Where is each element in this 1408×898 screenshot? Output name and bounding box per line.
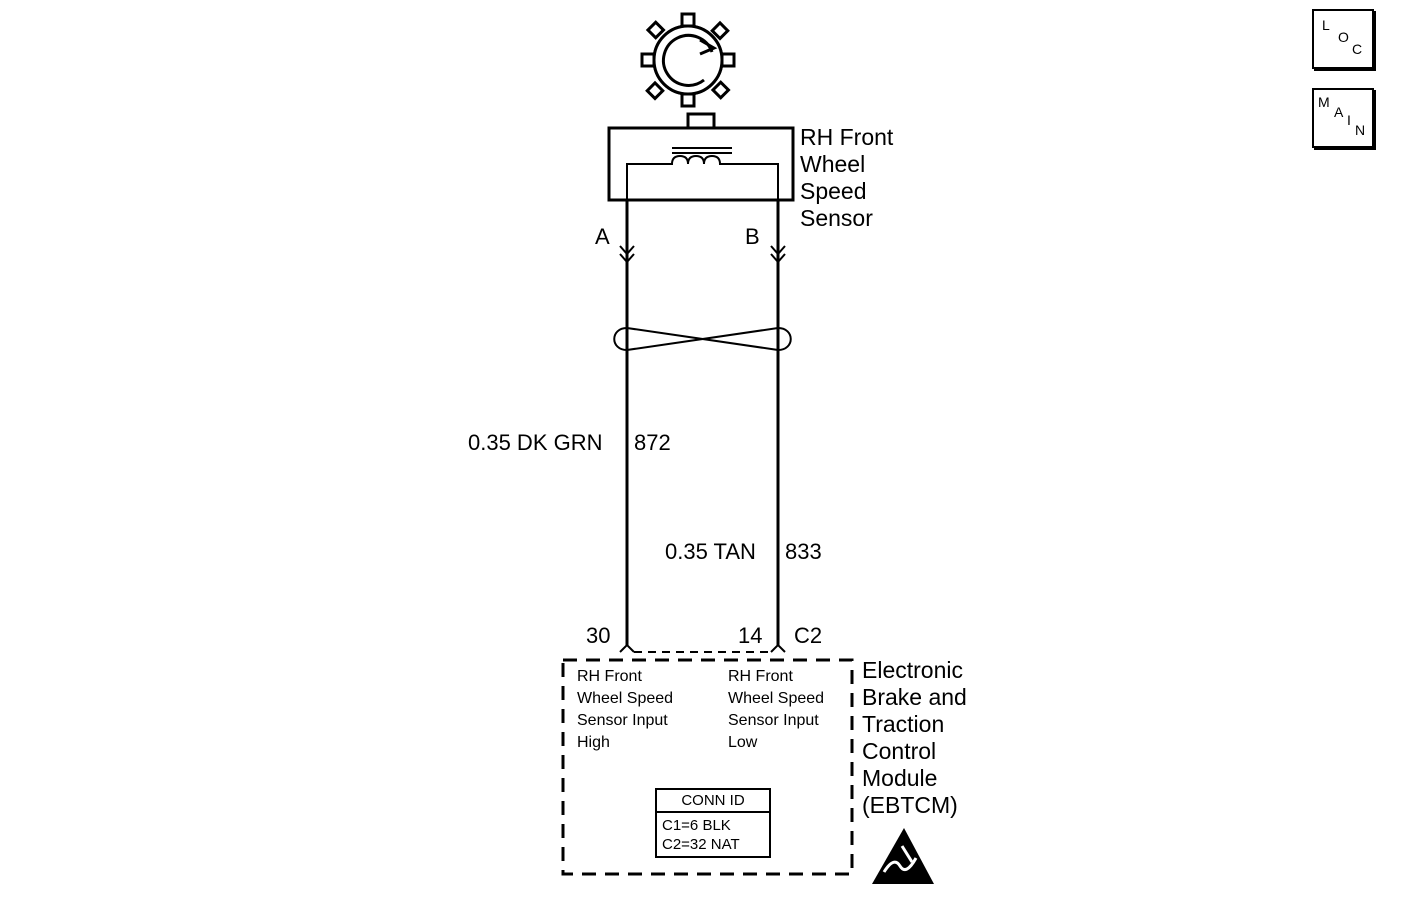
connector-a-icon	[619, 245, 635, 264]
module-pin-30-icon	[619, 643, 635, 653]
input-low-line: Wheel Speed	[728, 690, 825, 707]
input-low-label: RH Front Wheel Speed Sensor Input Low	[728, 666, 824, 754]
main-letter-1: M	[1318, 94, 1330, 110]
connector-b-icon	[770, 245, 786, 264]
terminal-b-label: B	[745, 224, 760, 249]
sensor-label-line: Wheel	[800, 151, 866, 177]
wire-dk-grn-label: 0.35 DK GRN	[468, 430, 603, 455]
sensor-label-line: RH Front	[800, 124, 894, 150]
ebtcm-label-line: Traction	[862, 711, 945, 737]
reluctor-wheel-icon	[640, 12, 736, 108]
conn-id-row: C1=6 BLK	[662, 817, 731, 834]
twisted-pair-icon	[613, 327, 792, 351]
ebtcm-label-line: Electronic	[862, 657, 963, 683]
wire-tan-label: 0.35 TAN	[665, 539, 756, 564]
conn-id-table: CONN ID C1=6 BLK C2=32 NAT	[655, 788, 771, 858]
sensor-tip	[686, 112, 716, 130]
input-high-line: High	[577, 734, 610, 751]
ebtcm-label-line: Control	[862, 738, 937, 764]
sensor-label-line: Speed	[800, 178, 867, 204]
loc-letter-2: O	[1338, 29, 1349, 45]
loc-button[interactable]: L O C	[1312, 9, 1374, 69]
ebtcm-label: Electronic Brake and Traction Control Mo…	[862, 657, 967, 819]
loc-letter-1: L	[1322, 17, 1330, 33]
pin-30-label: 30	[586, 623, 611, 648]
input-low-line: Sensor Input	[728, 712, 819, 729]
main-letter-3: I	[1347, 112, 1351, 128]
ebtcm-label-line: (EBTCM)	[862, 792, 958, 818]
input-high-line: Sensor Input	[577, 712, 668, 729]
module-pin-14-icon	[770, 643, 786, 653]
sensor-label-line: Sensor	[800, 205, 873, 231]
ebtcm-label-line: Brake and	[862, 684, 967, 710]
esd-warning-icon	[872, 828, 934, 884]
conn-id-header: CONN ID	[657, 790, 769, 813]
input-low-line: Low	[728, 734, 758, 751]
main-letter-4: N	[1355, 122, 1366, 138]
input-high-line: RH Front	[577, 668, 642, 685]
main-button[interactable]: M A I N	[1312, 88, 1374, 148]
ebtcm-label-line: Module	[862, 765, 938, 791]
coil-icon	[626, 147, 779, 200]
pin-14-label: 14	[738, 623, 763, 648]
wire-dk-grn-circuit: 872	[634, 430, 671, 455]
input-low-line: RH Front	[728, 668, 793, 685]
input-high-line: Wheel Speed	[577, 690, 674, 707]
loc-letter-3: C	[1352, 41, 1363, 57]
wire-tan-circuit: 833	[785, 539, 822, 564]
terminal-a-label: A	[595, 224, 610, 249]
conn-id-row: C2=32 NAT	[662, 836, 740, 853]
connector-c2-label: C2	[794, 623, 823, 648]
input-high-label: RH Front Wheel Speed Sensor Input High	[577, 666, 673, 754]
main-letter-2: A	[1334, 104, 1344, 120]
sensor-label: RH Front Wheel Speed Sensor	[800, 124, 893, 232]
ebtcm-box	[561, 658, 854, 876]
